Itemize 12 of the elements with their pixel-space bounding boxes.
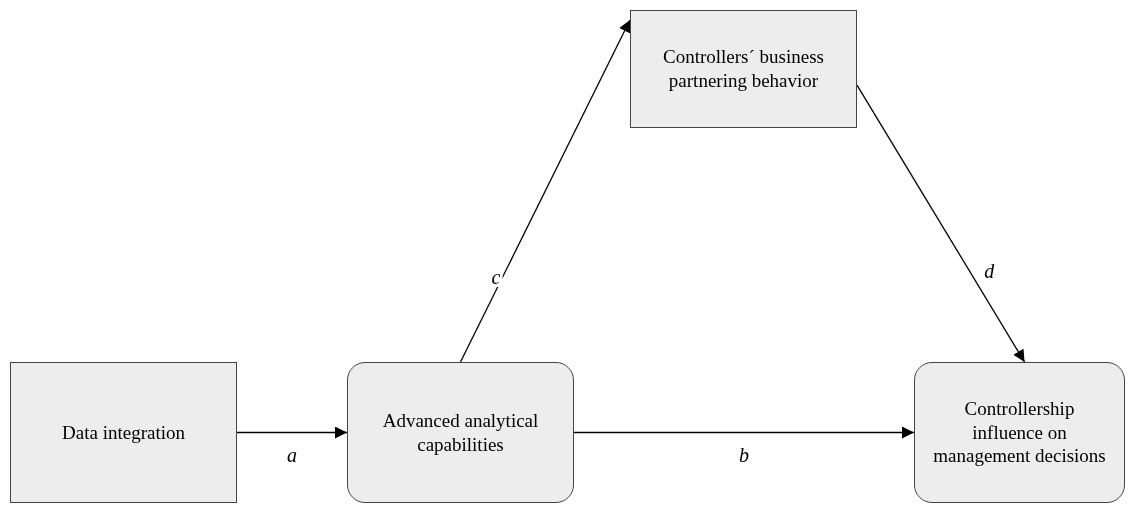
arrow (459, 19, 631, 363)
process-box (10, 362, 237, 503)
arrow (856, 84, 1026, 363)
process-box (914, 362, 1125, 503)
box-label: Data integration (62, 420, 185, 445)
process-box (347, 362, 574, 503)
box-label: Controllership influence on management decisions (932, 396, 1107, 469)
process-box (630, 10, 857, 128)
arrow (573, 426, 915, 439)
arrow (236, 426, 348, 439)
box-label: Advanced analytical capabilities (381, 408, 540, 457)
box-label: Controllers´ business partnering behavior (662, 45, 825, 93)
